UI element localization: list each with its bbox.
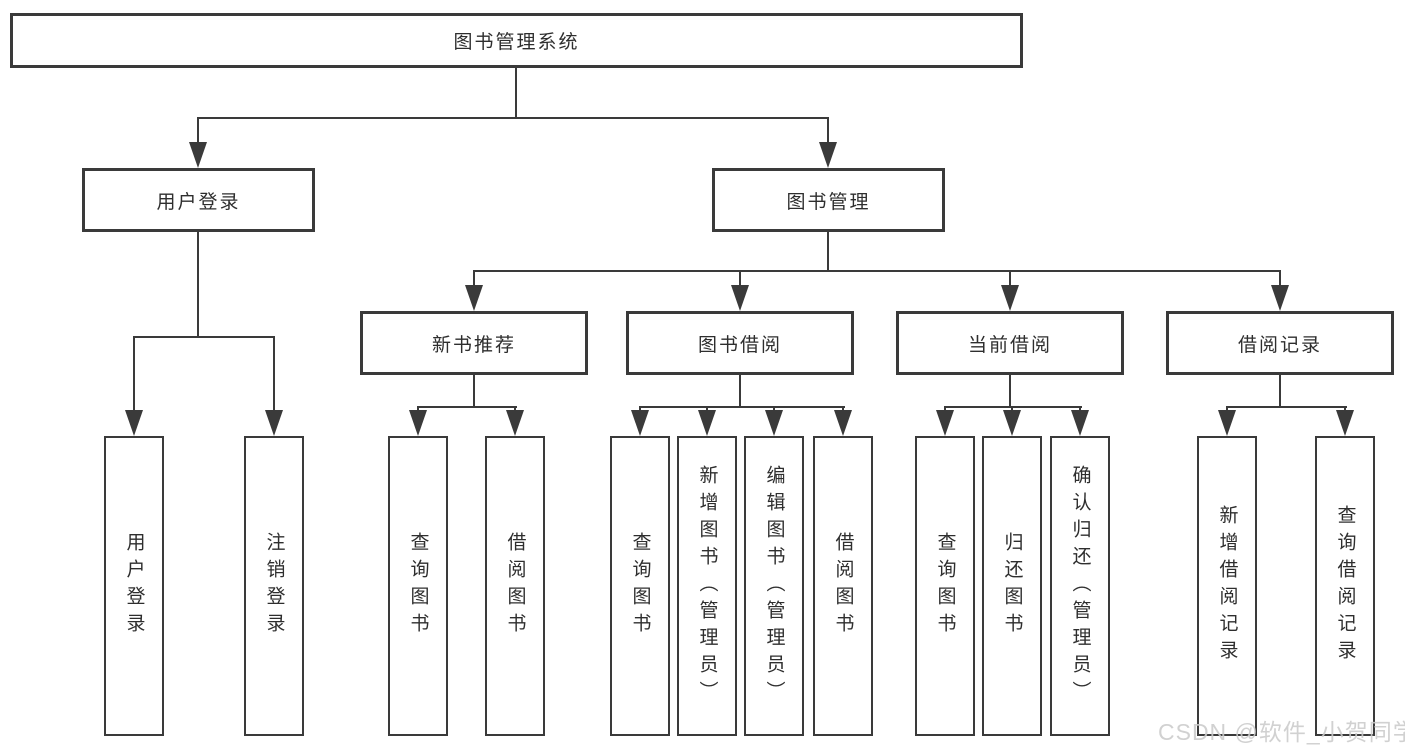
leaf-query-books: 查询图书 bbox=[388, 436, 448, 736]
node-borrow-records: 借阅记录 bbox=[1166, 311, 1394, 375]
arrowhead-down-icon bbox=[765, 410, 783, 436]
arrowhead-down-icon bbox=[125, 410, 143, 436]
arrowhead-down-icon bbox=[1001, 285, 1019, 311]
arrowhead-down-icon bbox=[409, 410, 427, 436]
node-label: 当前借阅 bbox=[967, 334, 1052, 356]
connector-line bbox=[473, 270, 1281, 272]
leaf-label: 新增图书（管理员） bbox=[696, 464, 718, 708]
node-label: 借阅记录 bbox=[1237, 334, 1322, 356]
leaf-label: 借阅图书 bbox=[504, 532, 526, 640]
arrowhead-down-icon bbox=[1071, 410, 1089, 436]
leaf-add-books-admin: 新增图书（管理员） bbox=[677, 436, 737, 736]
leaf-label: 查询图书 bbox=[407, 532, 429, 640]
connector-line bbox=[133, 336, 135, 416]
node-root-library-system: 图书管理系统 bbox=[10, 13, 1023, 68]
arrowhead-down-icon bbox=[819, 142, 837, 168]
connector-line bbox=[273, 336, 275, 416]
leaf-label: 查询图书 bbox=[934, 532, 956, 640]
arrowhead-down-icon bbox=[189, 142, 207, 168]
leaf-user-login: 用户登录 bbox=[104, 436, 164, 736]
connector-line bbox=[1226, 406, 1347, 408]
csdn-watermark: CSDN @软件_小贺同学 bbox=[1158, 719, 1405, 745]
connector-line bbox=[197, 117, 829, 119]
leaf-label: 编辑图书（管理员） bbox=[763, 464, 785, 708]
arrowhead-down-icon bbox=[465, 285, 483, 311]
leaf-label: 借阅图书 bbox=[832, 532, 854, 640]
node-label: 图书管理系统 bbox=[453, 32, 580, 53]
node-label: 用户登录 bbox=[156, 191, 241, 213]
leaf-logout: 注销登录 bbox=[244, 436, 304, 736]
connector-line bbox=[639, 406, 845, 408]
leaf-label: 查询借阅记录 bbox=[1334, 505, 1356, 667]
leaf-label: 归还图书 bbox=[1001, 532, 1023, 640]
leaf-add-borrow-record: 新增借阅记录 bbox=[1197, 436, 1257, 736]
node-new-book-recommend: 新书推荐 bbox=[360, 311, 588, 375]
connector-line bbox=[133, 336, 275, 338]
arrowhead-down-icon bbox=[936, 410, 954, 436]
leaf-label: 注销登录 bbox=[263, 532, 285, 640]
connector-line bbox=[197, 117, 199, 149]
node-current-borrow: 当前借阅 bbox=[896, 311, 1124, 375]
leaf-return-books: 归还图书 bbox=[982, 436, 1042, 736]
node-label: 新书推荐 bbox=[431, 334, 516, 356]
arrowhead-down-icon bbox=[698, 410, 716, 436]
arrowhead-down-icon bbox=[631, 410, 649, 436]
node-user-login: 用户登录 bbox=[82, 168, 315, 232]
arrowhead-down-icon bbox=[1271, 285, 1289, 311]
connector-line bbox=[827, 117, 829, 149]
arrowhead-down-icon bbox=[506, 410, 524, 436]
node-book-borrow: 图书借阅 bbox=[626, 311, 854, 375]
connector-line bbox=[197, 232, 199, 338]
connector-line bbox=[739, 375, 741, 408]
node-book-management: 图书管理 bbox=[712, 168, 945, 232]
leaf-query-books: 查询图书 bbox=[915, 436, 975, 736]
node-label: 图书借阅 bbox=[697, 334, 782, 356]
leaf-borrow-books: 借阅图书 bbox=[485, 436, 545, 736]
leaf-label: 用户登录 bbox=[123, 532, 145, 640]
connector-line bbox=[827, 232, 829, 272]
arrowhead-down-icon bbox=[1218, 410, 1236, 436]
arrowhead-down-icon bbox=[1336, 410, 1354, 436]
leaf-label: 新增借阅记录 bbox=[1216, 505, 1238, 667]
arrowhead-down-icon bbox=[834, 410, 852, 436]
arrowhead-down-icon bbox=[265, 410, 283, 436]
connector-line bbox=[1279, 270, 1281, 288]
arrowhead-down-icon bbox=[1003, 410, 1021, 436]
connector-line bbox=[473, 375, 475, 408]
connector-line bbox=[1279, 375, 1281, 408]
node-label: 图书管理 bbox=[786, 191, 871, 213]
leaf-borrow-books: 借阅图书 bbox=[813, 436, 873, 736]
leaf-query-borrow-record: 查询借阅记录 bbox=[1315, 436, 1375, 736]
leaf-confirm-return-admin: 确认归还（管理员） bbox=[1050, 436, 1110, 736]
leaf-label: 确认归还（管理员） bbox=[1069, 464, 1091, 708]
connector-line bbox=[944, 406, 1082, 408]
leaf-label: 查询图书 bbox=[629, 532, 651, 640]
connector-line bbox=[515, 68, 517, 118]
connector-line bbox=[1009, 270, 1011, 288]
leaf-query-books: 查询图书 bbox=[610, 436, 670, 736]
leaf-edit-books-admin: 编辑图书（管理员） bbox=[744, 436, 804, 736]
connector-line bbox=[739, 270, 741, 288]
connector-line bbox=[417, 406, 517, 408]
arrowhead-down-icon bbox=[731, 285, 749, 311]
connector-line bbox=[473, 270, 475, 288]
connector-line bbox=[1009, 375, 1011, 408]
